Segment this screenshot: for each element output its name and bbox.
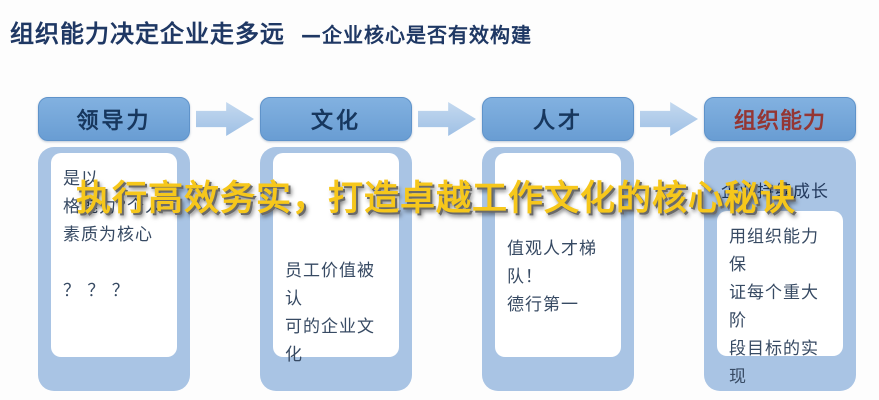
column-capability-text: 用组织能力保 证每个重大阶 段目标的实现	[729, 227, 819, 387]
column-capability-header: 组织能力	[704, 97, 856, 141]
column-capability-label: 组织能力	[733, 109, 826, 134]
column-talent-label: 人才	[532, 109, 583, 134]
column-capability-top-text: 企业持续成长	[721, 182, 829, 202]
column-culture-text: 员工价值被认 可的企业文化	[285, 261, 375, 365]
column-talent-text: 值观人才梯队！ 德行第一	[507, 239, 597, 315]
right-arrow-icon	[640, 102, 698, 136]
column-talent: 人才 值观人才梯队！ 德行第一	[482, 97, 634, 391]
column-capability-body: 企业持续成长 用组织能力保 证每个重大阶 段目标的实现	[704, 147, 856, 391]
column-leadership-body: 是以 格魅力?个人 素质为核心 ？ ？ ？	[38, 147, 190, 391]
right-arrow-icon	[418, 102, 476, 136]
right-arrow-icon	[196, 102, 254, 136]
column-leadership: 领导力 是以 格魅力?个人 素质为核心 ？ ？ ？	[38, 97, 190, 391]
column-culture-body: 员工价值被认 可的企业文化	[260, 147, 412, 391]
column-leadership-header: 领导力	[38, 97, 190, 141]
column-leadership-text: 是以 格魅力?个人 素质为核心 ？ ？ ？	[63, 169, 164, 301]
column-talent-card: 值观人才梯队！ 德行第一	[495, 153, 621, 357]
column-talent-header: 人才	[482, 97, 634, 141]
arrow-3-wrap	[634, 97, 704, 141]
page-title-main: 组织能力决定企业走多远	[10, 20, 285, 48]
column-leadership-card: 是以 格魅力?个人 素质为核心 ？ ？ ？	[51, 153, 177, 357]
column-capability-card: 用组织能力保 证每个重大阶 段目标的实现	[717, 211, 843, 387]
page-title-sub: —企业核心是否有效构建	[301, 23, 532, 47]
column-capability: 组织能力 企业持续成长 用组织能力保 证每个重大阶 段目标的实现	[704, 97, 856, 391]
column-leadership-label: 领导力	[76, 109, 152, 134]
process-flow: 领导力 是以 格魅力?个人 素质为核心 ？ ？ ？ 文化 员工价值被认 可的企业…	[38, 97, 856, 391]
page-title: 组织能力决定企业走多远 —企业核心是否有效构建	[10, 14, 869, 49]
column-culture-header: 文化	[260, 97, 412, 141]
column-culture: 文化 员工价值被认 可的企业文化	[260, 97, 412, 391]
column-culture-label: 文化	[310, 109, 361, 134]
arrow-2-wrap	[412, 97, 482, 141]
arrow-1-wrap	[190, 97, 260, 141]
column-culture-card: 员工价值被认 可的企业文化	[273, 153, 399, 365]
column-talent-body: 值观人才梯队！ 德行第一	[482, 147, 634, 391]
overlay-headline: 执行高效务实，打造卓越工作文化的核心秘诀	[76, 179, 797, 219]
